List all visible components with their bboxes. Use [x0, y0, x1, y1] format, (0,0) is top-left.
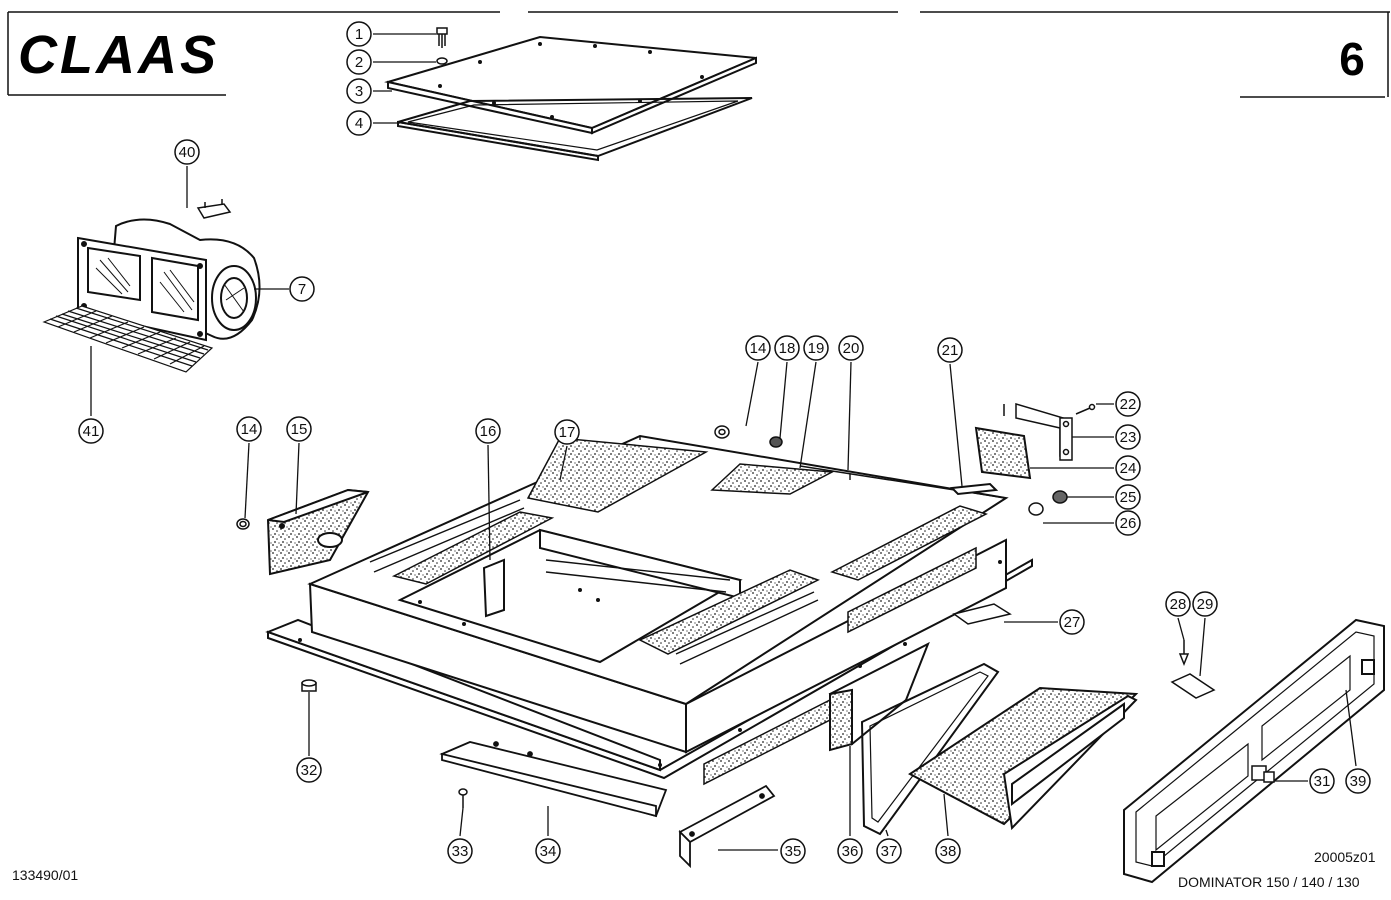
callout-label: 39 — [1350, 773, 1367, 790]
callout-label: 23 — [1120, 429, 1137, 446]
part-angle-strip-34 — [439, 741, 668, 818]
part-bolt-1 — [436, 27, 448, 48]
brand-logo: CLAAS — [18, 25, 219, 85]
callout-label: 27 — [1064, 614, 1081, 631]
page-number: 6 — [1339, 33, 1365, 85]
drawing-code-right: 20005z01 — [1314, 849, 1376, 865]
part-gasket-4 — [397, 97, 753, 162]
leader-lines — [90, 33, 1357, 851]
part-screw-28 — [1178, 640, 1190, 667]
frame-lines — [7, 11, 1390, 98]
callout-label: 16 — [480, 423, 497, 440]
part-cover-plate-3 — [384, 35, 757, 135]
callout-label: 19 — [808, 340, 825, 357]
callout-label: 1 — [355, 26, 363, 43]
part-washer-2 — [436, 57, 448, 65]
callout-circles — [78, 21, 1371, 864]
callout-label: 4 — [355, 115, 363, 132]
part-blower-7 — [77, 218, 261, 342]
callout-label: 3 — [355, 83, 363, 100]
part-grommet-26 — [1028, 502, 1044, 516]
callout-label: 31 — [1314, 773, 1331, 790]
callout-labels: 1 2 3 4 40 7 41 14 15 16 17 14 18 19 20 … — [83, 26, 1367, 860]
callout-label: 34 — [540, 843, 557, 860]
callout-label: 32 — [301, 762, 318, 779]
part-nut-25 — [1052, 490, 1068, 504]
callout-label: 33 — [452, 843, 469, 860]
callout-label: 22 — [1120, 396, 1137, 413]
drawing-code-left: 133490/01 — [12, 867, 79, 883]
part-connector-40 — [196, 199, 232, 219]
callout-label: 7 — [298, 281, 306, 298]
callout-label: 40 — [179, 144, 196, 161]
part-filter-pad-24 — [974, 426, 1032, 480]
callout-label: 15 — [291, 421, 308, 438]
part-side-panel-15 — [266, 488, 370, 576]
part-gasket-37 — [860, 662, 1000, 836]
callout-label: 2 — [355, 54, 363, 71]
callout-label: 29 — [1197, 596, 1214, 613]
callout-label: 14 — [241, 421, 258, 438]
part-grommet-14-top — [714, 425, 730, 439]
callout-label: 18 — [779, 340, 796, 357]
callout-label: 35 — [785, 843, 802, 860]
part-clip-31 — [1251, 765, 1275, 783]
part-screw-33 — [458, 788, 468, 808]
callout-label: 37 — [881, 843, 898, 860]
part-rail-39 — [1123, 618, 1385, 884]
part-grommet-14-left — [236, 518, 250, 530]
part-nut-18 — [769, 436, 783, 448]
callout-label: 41 — [83, 423, 100, 440]
part-grommet-32 — [301, 679, 317, 692]
part-duct-38 — [908, 686, 1139, 831]
callout-label: 28 — [1170, 596, 1187, 613]
callout-label: 20 — [843, 340, 860, 357]
part-bracket-23 — [1003, 402, 1073, 461]
callout-label: 36 — [842, 843, 859, 860]
callout-label: 17 — [559, 424, 576, 441]
part-strip-27 — [952, 603, 1012, 625]
callout-label: 38 — [940, 843, 957, 860]
model-name: DOMINATOR 150 / 140 / 130 — [1178, 874, 1360, 890]
part-clip-29 — [1170, 673, 1216, 699]
part-screw-22 — [1075, 403, 1096, 415]
callout-label: 25 — [1120, 489, 1137, 506]
callout-label: 26 — [1120, 515, 1137, 532]
part-panel-36 — [828, 641, 930, 752]
callout-label: 21 — [942, 342, 959, 359]
part-filter-grid-41 — [42, 305, 214, 373]
part-main-housing — [265, 434, 1033, 786]
callout-label: 14 — [750, 340, 767, 357]
callout-label: 24 — [1120, 460, 1137, 477]
part-bracket-35 — [678, 784, 776, 869]
